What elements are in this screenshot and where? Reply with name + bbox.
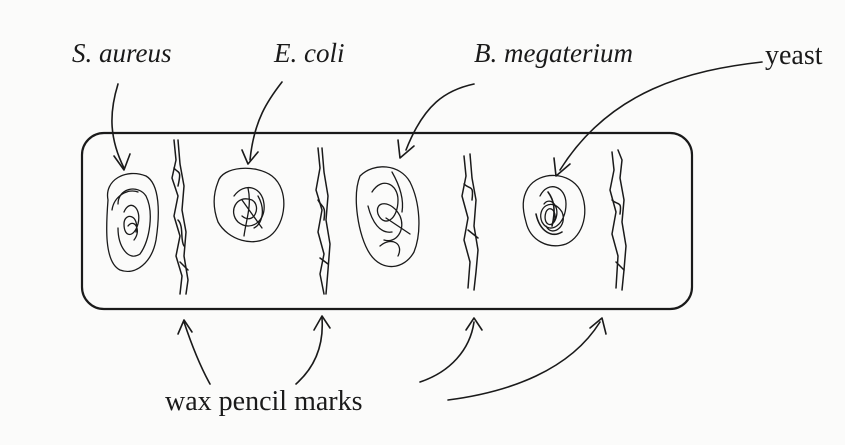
label-yeast: yeast	[765, 42, 823, 70]
label-e-coli: E. coli	[274, 40, 344, 67]
wax-mark-1	[172, 140, 188, 294]
smear-e-coli	[214, 168, 284, 241]
label-b-megaterium: B. megaterium	[474, 40, 633, 67]
wax-mark-2	[316, 148, 330, 294]
arrow-yeast	[554, 62, 762, 176]
wax-mark-3	[462, 154, 478, 290]
arrow-wax-2	[296, 316, 330, 384]
arrow-b-megaterium	[398, 84, 474, 158]
label-wax-pencil-marks: wax pencil marks	[165, 388, 363, 416]
smear-b-megaterium	[356, 167, 419, 267]
smear-yeast	[523, 175, 585, 245]
smear-s-aureus	[107, 173, 159, 271]
arrow-s-aureus	[112, 84, 130, 170]
label-s-aureus: S. aureus	[72, 40, 172, 67]
wax-mark-4	[610, 150, 626, 290]
arrow-e-coli	[242, 82, 282, 164]
arrow-wax-3	[420, 318, 482, 382]
arrow-wax-1	[178, 320, 210, 384]
